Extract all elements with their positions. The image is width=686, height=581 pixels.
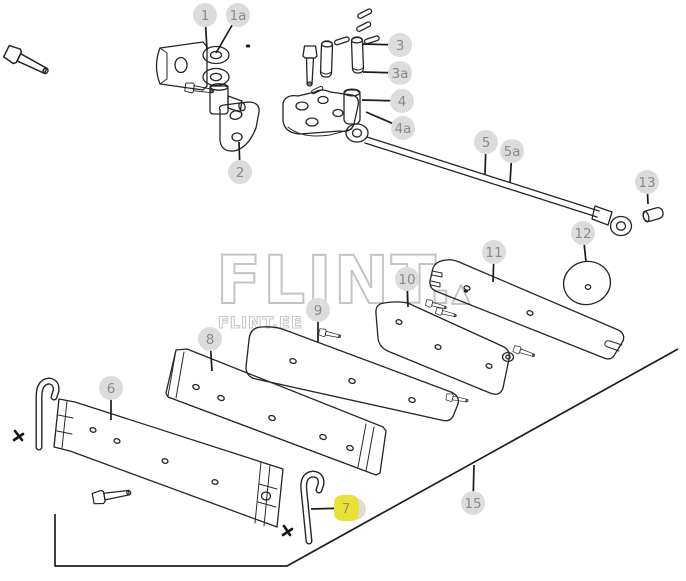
callout-number: 12 bbox=[574, 226, 591, 242]
callout-circle bbox=[390, 89, 414, 113]
part-jhook-7 bbox=[300, 470, 325, 545]
part-jhook-left bbox=[35, 377, 60, 451]
callout-12[interactable]: 12 bbox=[571, 221, 595, 263]
callout-circle bbox=[635, 170, 659, 194]
callout-11[interactable]: 11 bbox=[482, 240, 506, 283]
watermark-brand-text: FLINT. bbox=[216, 242, 455, 319]
callout-number: 5a bbox=[504, 144, 521, 160]
part-frame-bar bbox=[54, 348, 679, 567]
callout-13[interactable]: 13 bbox=[635, 170, 659, 205]
callout-circle bbox=[193, 3, 217, 27]
part-disc bbox=[562, 260, 612, 306]
callouts: 1 1a 2 3 3a 4 4a 5 5a 6 7 8 9 10 11 12 13 15 bbox=[99, 3, 659, 521]
callout-9[interactable]: 9 bbox=[306, 298, 330, 342]
callout-circle bbox=[571, 221, 595, 245]
callout-3a[interactable]: 3a bbox=[362, 61, 412, 85]
part-pins bbox=[302, 7, 381, 87]
callout-number: 4 bbox=[398, 94, 407, 110]
highlight-badge bbox=[334, 495, 359, 521]
callout-5a[interactable]: 5a bbox=[500, 139, 524, 184]
callout-number: 10 bbox=[398, 272, 415, 288]
callout-5[interactable]: 5 bbox=[474, 130, 498, 175]
callout-7[interactable]: 7 bbox=[310, 495, 366, 521]
part-blade-9 bbox=[245, 326, 459, 422]
callout-4[interactable]: 4 bbox=[361, 89, 414, 113]
callout-number: 1a bbox=[230, 8, 247, 24]
part-blade-6 bbox=[53, 398, 284, 528]
part-blade-11 bbox=[424, 259, 625, 360]
callout-number: 1 bbox=[201, 8, 210, 24]
callout-circle bbox=[306, 298, 330, 322]
callout-circle bbox=[388, 33, 412, 57]
callout-number: 7 bbox=[342, 501, 351, 517]
callout-number: 2 bbox=[236, 165, 245, 181]
triangle-logo-icon bbox=[451, 284, 471, 305]
callout-number: 6 bbox=[107, 381, 116, 397]
callout-6[interactable]: 6 bbox=[99, 376, 123, 420]
callout-circle bbox=[482, 240, 506, 264]
callout-circle bbox=[198, 327, 222, 351]
callout-circle bbox=[395, 267, 419, 291]
callout-1[interactable]: 1 bbox=[193, 3, 217, 51]
callout-number: 13 bbox=[638, 175, 655, 191]
part-tie-rod bbox=[345, 123, 633, 237]
callout-number: 4a bbox=[395, 121, 412, 137]
callout-circle bbox=[388, 61, 412, 85]
watermark-domain-text: FLINT.EE bbox=[218, 313, 303, 332]
callout-number: 9 bbox=[314, 303, 323, 319]
callout-circle bbox=[99, 376, 123, 400]
callout-15[interactable]: 15 bbox=[461, 464, 485, 515]
callout-number: 8 bbox=[206, 332, 215, 348]
part-blade-10 bbox=[375, 301, 537, 405]
callout-10[interactable]: 10 bbox=[395, 267, 419, 308]
callout-number: 5 bbox=[482, 135, 491, 151]
callout-circle bbox=[500, 139, 524, 163]
part-blade-8 bbox=[165, 348, 387, 476]
part-clevis bbox=[2, 41, 251, 91]
callout-circle bbox=[474, 130, 498, 154]
callout-number: 11 bbox=[485, 245, 502, 261]
callout-number: 3a bbox=[392, 66, 409, 82]
callout-circle bbox=[461, 491, 485, 515]
callout-number: 3 bbox=[396, 38, 405, 54]
part-sleeve bbox=[642, 207, 664, 223]
part-cotter-7 bbox=[281, 524, 294, 537]
callout-circle bbox=[228, 160, 252, 184]
part-linkage bbox=[282, 85, 361, 137]
part-cotter-left bbox=[12, 429, 25, 442]
callout-circle bbox=[391, 116, 415, 140]
callout-2[interactable]: 2 bbox=[228, 141, 252, 184]
callout-number: 15 bbox=[464, 496, 481, 512]
callout-circle bbox=[226, 3, 250, 27]
callout-4a[interactable]: 4a bbox=[365, 111, 415, 140]
callout-3[interactable]: 3 bbox=[362, 33, 412, 57]
watermark: FLINT. FLINT.EE bbox=[215, 241, 471, 333]
part-bracket bbox=[184, 81, 260, 152]
callout-8[interactable]: 8 bbox=[198, 327, 222, 372]
callout-1a[interactable]: 1a bbox=[215, 3, 250, 54]
